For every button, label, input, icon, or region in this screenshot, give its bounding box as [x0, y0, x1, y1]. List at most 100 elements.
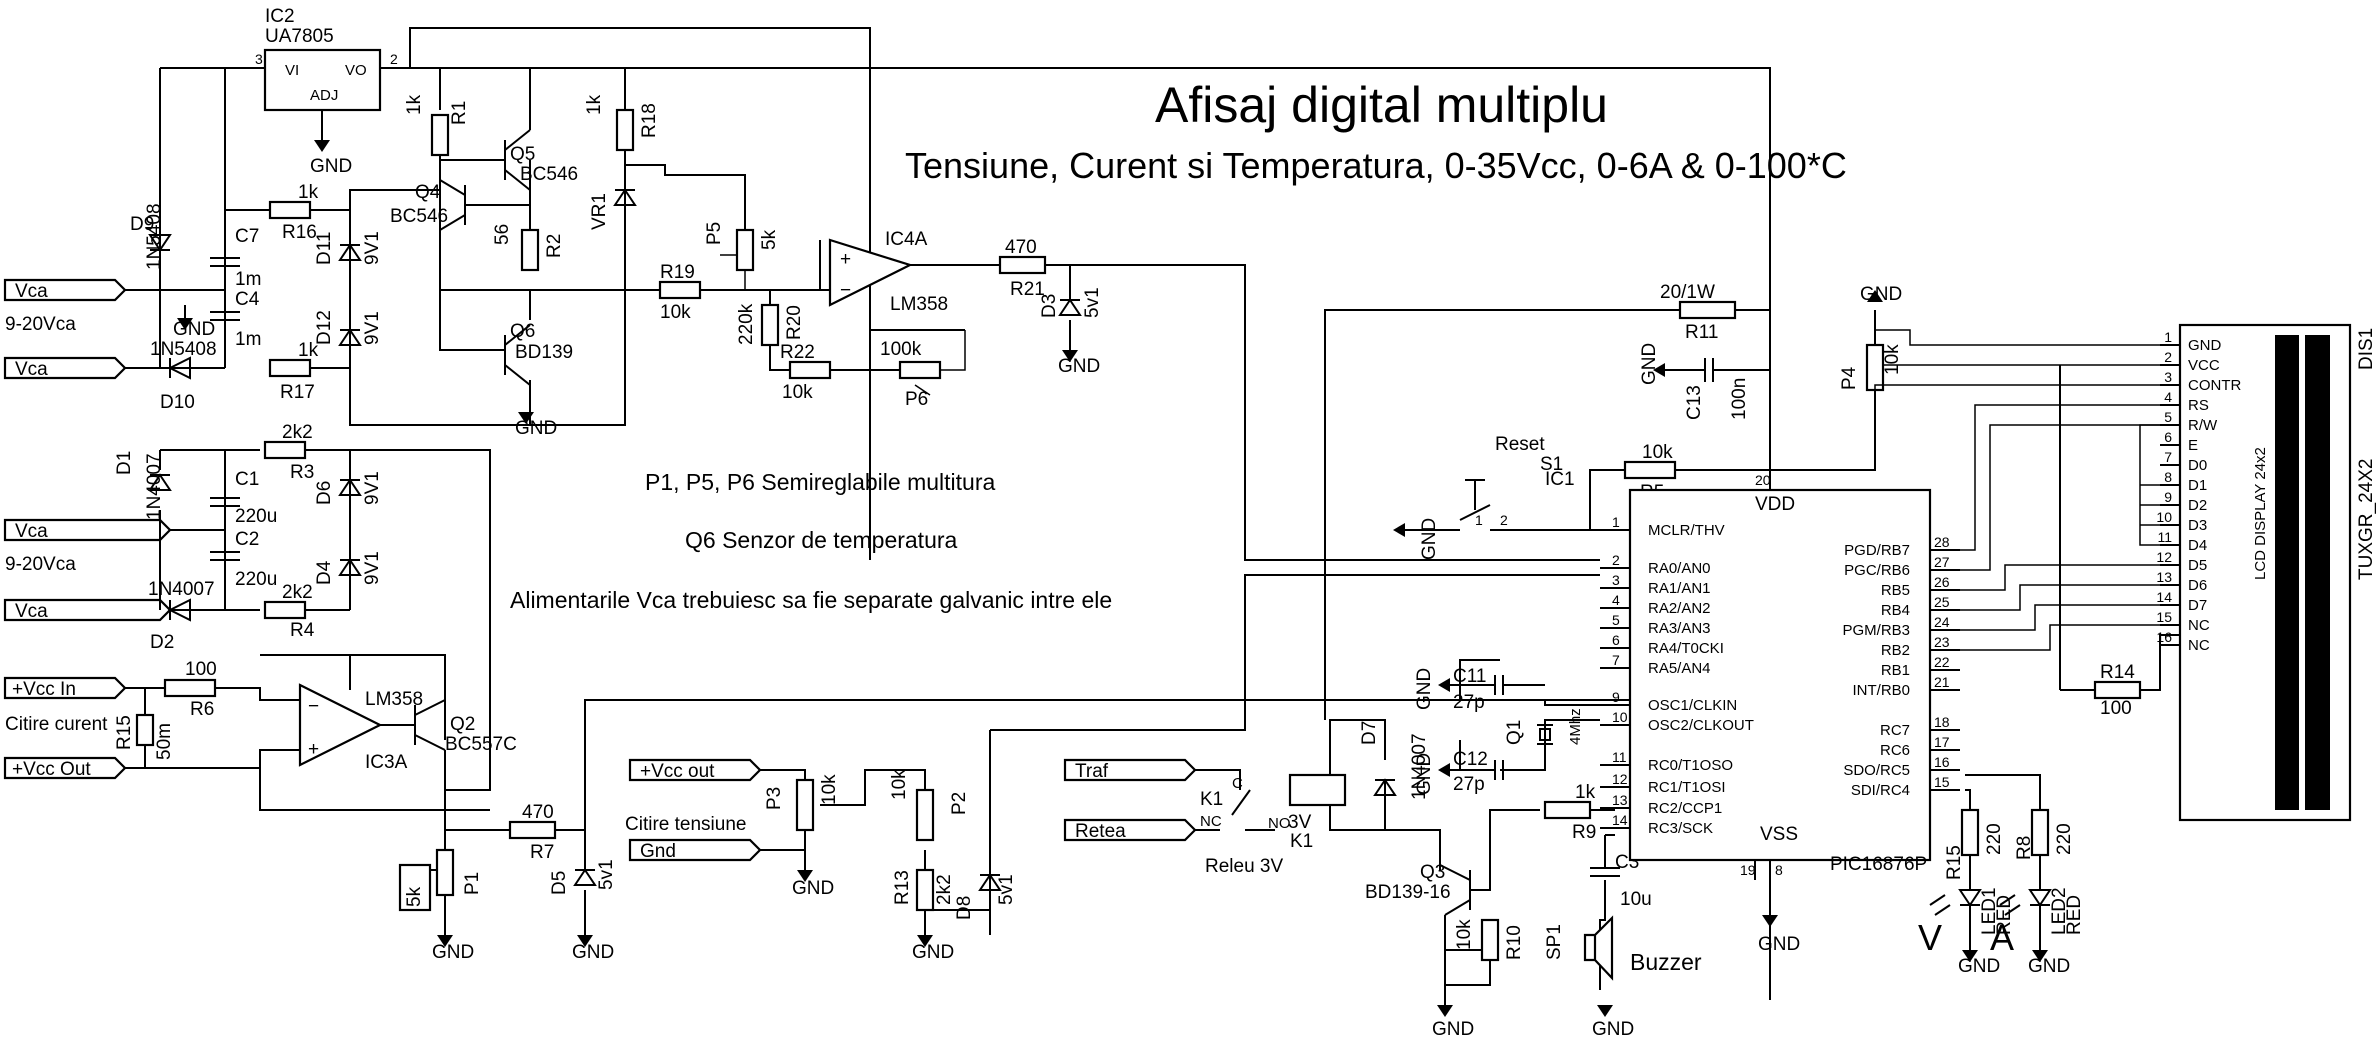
transistor-q5	[440, 68, 531, 191]
capacitor-c13	[1704, 358, 1714, 382]
r10-value: 10k	[1454, 919, 1475, 950]
vca-input-connector-4[interactable]	[3, 598, 172, 622]
lcd-pin-name: E	[2188, 437, 2198, 454]
r11-ref: R11	[1685, 322, 1718, 343]
r21-ref: R21	[1010, 279, 1045, 300]
ic1-pin-number: 4	[1612, 592, 1620, 608]
d12-value: 9V1	[362, 311, 383, 345]
gnd-symbol	[1962, 950, 2048, 962]
lcd-part: TUXGR_24X2	[2356, 459, 2377, 580]
ic2-ref: IC2	[265, 6, 295, 27]
c2-value: 220u	[235, 569, 277, 590]
vca-input-connector-3[interactable]	[3, 518, 172, 542]
p6-wiper	[914, 330, 966, 396]
d6-ref: D6	[314, 481, 335, 505]
vcc-in-label: +Vcc In	[12, 679, 76, 700]
r22-ref: R22	[780, 342, 815, 363]
vca-input-connector-2[interactable]	[3, 356, 127, 380]
gnd-label-d5: GND	[572, 942, 614, 963]
vcc-out-v-connector[interactable]	[628, 758, 762, 782]
r14-value: 100	[2100, 698, 2132, 719]
p2-value: 10k	[889, 769, 910, 800]
gnd-label-p2: GND	[912, 942, 954, 963]
resistor-r9	[1543, 800, 1592, 820]
r18-value: 1k	[584, 94, 605, 115]
capacitor-c11	[1480, 675, 1545, 695]
trimmer-p1	[435, 848, 455, 897]
q2-value: BC557C	[445, 734, 517, 755]
lcd-pin-number: 12	[2156, 549, 2172, 565]
r19-value: 10k	[660, 302, 691, 323]
shunt-wires	[125, 687, 490, 811]
r21-wires	[1045, 264, 1600, 561]
data-bus-wires	[1874, 325, 2160, 651]
ic1-part: PIC16876P	[1830, 854, 1927, 875]
p6-ref: P6	[905, 389, 928, 410]
q1-ref: Q1	[1504, 720, 1525, 745]
led-v-label: V	[1918, 917, 1942, 958]
ic3a-ref: IC3A	[365, 752, 408, 773]
d3-ref: D3	[1039, 294, 1060, 318]
ic2-pin-vi: VI	[285, 62, 299, 79]
d1-ref: D1	[114, 451, 135, 475]
gnd-v-connector[interactable]	[628, 838, 762, 862]
d3-value: 5v1	[1082, 287, 1103, 318]
ic1-pin-number: 16	[1934, 754, 1950, 770]
vca-input-connector-1[interactable]	[3, 278, 127, 302]
vcc-out-connector[interactable]	[3, 756, 127, 780]
ic4a-wires	[869, 68, 1000, 331]
r21-value: 470	[1005, 237, 1037, 258]
bus-wire	[1960, 424, 2160, 571]
vcc-in-connector[interactable]	[3, 676, 127, 700]
lcd-pin-number: 9	[2164, 489, 2172, 505]
led1-ref: LED1	[1979, 887, 2000, 935]
gnd-symbol	[577, 935, 593, 947]
p5-ref: P5	[704, 222, 725, 245]
p4-value: 10k	[1882, 344, 1903, 375]
diode-d9	[148, 210, 172, 280]
reset-label: Reset	[1495, 434, 1545, 455]
r10-ref: R10	[1504, 925, 1525, 960]
resistor-r1	[430, 113, 450, 157]
r17-ref: R17	[280, 382, 315, 403]
sensor-wires	[439, 68, 626, 426]
d2-ref: D2	[150, 632, 174, 653]
p3-value: 10k	[819, 774, 840, 805]
traf-connector[interactable]	[1063, 758, 1197, 782]
c2-ref: C2	[235, 529, 259, 550]
r1-value: 1k	[404, 94, 425, 115]
gnd-symbol	[1438, 678, 1450, 777]
r6-value: 100	[185, 659, 217, 680]
ic1-pin-name: INT/RB0	[1852, 682, 1910, 699]
led-wires-2	[1969, 855, 2041, 950]
resistor-r16	[268, 200, 312, 220]
resistor-r5	[1623, 460, 1677, 480]
trimmer-p3	[795, 778, 815, 832]
ic1-pin-name: RB1	[1881, 662, 1910, 679]
note-isolation: Alimentarile Vca trebuiesc sa fie separa…	[510, 587, 1112, 613]
resistor-r10	[1480, 918, 1500, 962]
voltage-wires	[760, 730, 991, 935]
k1-no-label: NO	[1268, 815, 1291, 832]
r20-ref: R20	[784, 305, 805, 340]
d11-value: 9V1	[362, 231, 383, 265]
ic1-pin-number: 15	[1934, 774, 1950, 790]
cap-wires	[184, 209, 270, 318]
ic1-pin-name: RC6	[1880, 742, 1910, 759]
q4-ref: Q4	[415, 182, 441, 203]
c1-value: 220u	[235, 506, 277, 527]
k1-nc-label: NC	[1200, 813, 1222, 830]
d1-value: 1N4007	[144, 453, 165, 520]
lcd-pin-number: 4	[2164, 389, 2172, 405]
q3-ref: Q3	[1420, 862, 1445, 883]
retea-connector[interactable]	[1063, 818, 1197, 842]
ic1-vss-wires	[1754, 860, 1771, 915]
rectifier-top-wires	[125, 67, 226, 369]
r15-value: 50m	[154, 723, 175, 760]
r7-value: 470	[522, 802, 554, 823]
s1-pin1: 1	[1475, 512, 1483, 528]
d8-ref: D8	[954, 896, 975, 920]
gnd-label-c12: GND	[1414, 753, 1435, 795]
